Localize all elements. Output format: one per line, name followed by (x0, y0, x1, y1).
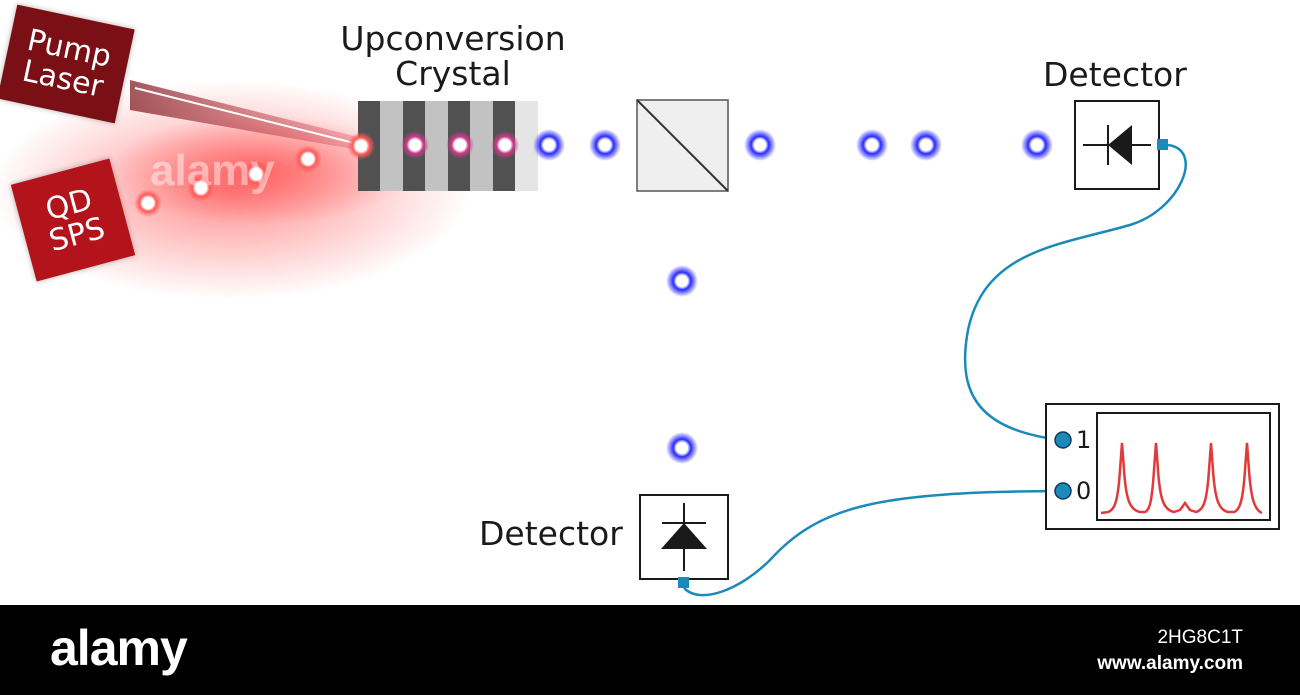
beam-splitter (636, 99, 729, 192)
watermark-footer: alamy 2HG8C1T www.alamy.com (0, 605, 1300, 695)
port-1 (1054, 431, 1072, 449)
blue-photon (666, 265, 698, 297)
footer-site: www.alamy.com (1097, 653, 1243, 674)
footer-brand: alamy (50, 620, 188, 676)
pump-laser-beam-core (134, 87, 363, 146)
detector-top-label: Detector (1043, 55, 1187, 94)
fiber-bottom (683, 489, 1061, 597)
blue-photon (1021, 129, 1053, 161)
blue-photon (589, 129, 621, 161)
detector-bottom-label: Detector (479, 514, 623, 553)
converting-photon (446, 131, 474, 159)
converting-photon (491, 131, 519, 159)
blue-photon (533, 129, 565, 161)
port-0 (1054, 482, 1072, 500)
crystal-label-line2: Crystal (395, 53, 511, 93)
blue-photon (910, 129, 942, 161)
correlation-trace (1100, 442, 1263, 515)
port-1-label: 1 (1076, 426, 1092, 454)
detector-top (1074, 100, 1168, 190)
blue-photon (666, 432, 698, 464)
red-photons (134, 132, 375, 217)
converting-photon (401, 131, 429, 159)
detector-bottom (639, 494, 729, 588)
blue-photon (744, 129, 776, 161)
converting-photons (401, 131, 519, 159)
red-photon (242, 160, 270, 188)
fiber-top (963, 143, 1187, 442)
footer-image-code: 2HG8C1T (1157, 627, 1243, 648)
watermark-text: alamy (150, 146, 275, 195)
blue-photon (856, 129, 888, 161)
red-photon (294, 145, 322, 173)
red-photon (134, 189, 162, 217)
port-0-label: 0 (1076, 477, 1092, 505)
blue-photons (533, 129, 1053, 464)
red-photon (347, 132, 375, 160)
crystal-label: Upconversion Crystal (334, 19, 572, 93)
correlator (1045, 403, 1280, 530)
red-photon (187, 174, 215, 202)
crystal-label-line1: Upconversion (340, 19, 566, 58)
